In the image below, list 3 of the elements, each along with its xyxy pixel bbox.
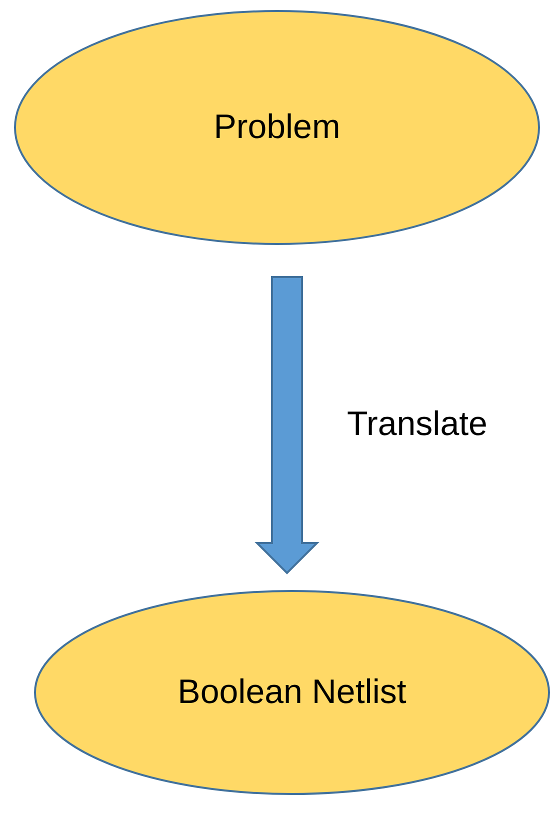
node-label: Boolean Netlist [178, 673, 406, 712]
block-arrow [254, 276, 320, 574]
node-label: Problem [214, 108, 340, 147]
